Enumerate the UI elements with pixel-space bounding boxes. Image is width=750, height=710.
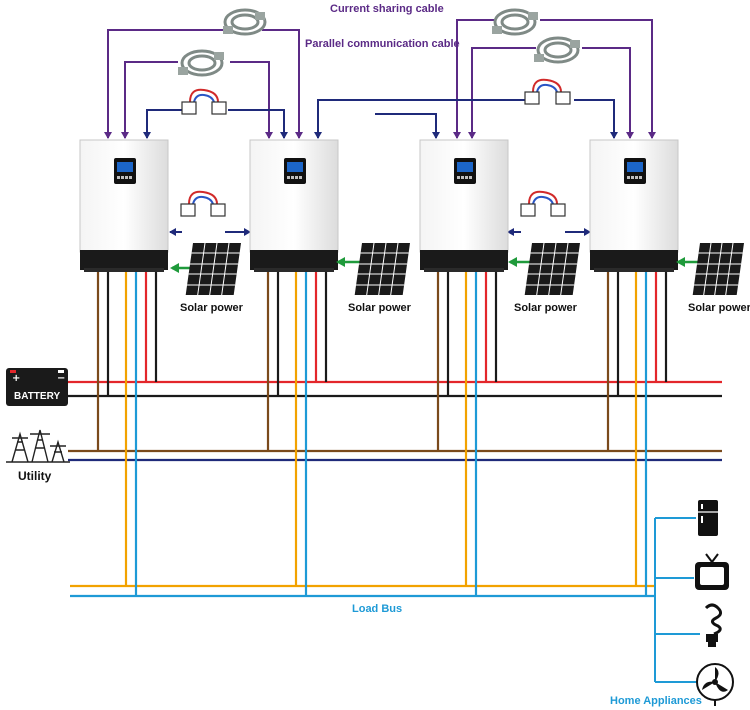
inverter-2 — [249, 139, 339, 272]
solar-panel-icon — [185, 243, 241, 295]
parallel-cable-icon — [492, 8, 538, 36]
inverters — [79, 139, 679, 272]
current-sharing-cable-label: Current sharing cable — [330, 3, 444, 15]
parallel-cable-icon — [534, 36, 580, 64]
solar-panel-icon — [354, 243, 410, 295]
fan-icon — [696, 663, 734, 706]
svg-text:−: − — [57, 373, 65, 384]
battery: + − BATTERY — [6, 368, 68, 406]
inverter-wires — [96, 268, 668, 596]
solar-panel-icon — [692, 243, 744, 295]
parallel-cable-icon — [223, 8, 267, 36]
parallel-communication-cable-label: Parallel communication cable — [305, 38, 460, 50]
inverter-3 — [419, 139, 509, 272]
utility-label: Utility — [18, 469, 52, 483]
solar-panel: Solar power — [336, 243, 412, 314]
solar-power-label: Solar power — [688, 302, 750, 314]
current-sharing-cables — [143, 99, 618, 236]
battery-icon — [6, 368, 68, 406]
battery-label: BATTERY — [14, 391, 60, 402]
utility: Utility — [6, 429, 70, 483]
solar-panel: Solar power — [170, 243, 244, 314]
parallel-cable-icon — [178, 49, 224, 77]
current-sharing-connector-icon — [524, 78, 571, 105]
solar-panel: Solar power — [676, 243, 750, 314]
inverter-1 — [79, 139, 169, 272]
home-appliances-label: Home Appliances — [610, 695, 702, 707]
load-bus-label: Load Bus — [352, 603, 402, 615]
transmission-tower-icon — [6, 429, 70, 463]
fridge-icon — [698, 500, 718, 536]
solar-panel-icon — [524, 243, 580, 295]
solar-power-label: Solar power — [180, 302, 244, 314]
solar-power-label: Solar power — [348, 302, 412, 314]
svg-text:+: + — [12, 373, 20, 384]
appliance-feed — [654, 517, 700, 683]
bus-lines — [68, 380, 722, 598]
tv-icon — [695, 553, 729, 590]
bulb-icon — [704, 603, 723, 647]
inverter-4 — [589, 139, 679, 272]
solar-panel: Solar power — [508, 243, 580, 314]
solar-power-label: Solar power — [514, 302, 578, 314]
current-sharing-connector-icon — [520, 190, 566, 217]
parallel-cables — [104, 19, 656, 139]
current-sharing-connector-icon — [180, 190, 226, 217]
current-sharing-connector-icon — [181, 88, 227, 115]
